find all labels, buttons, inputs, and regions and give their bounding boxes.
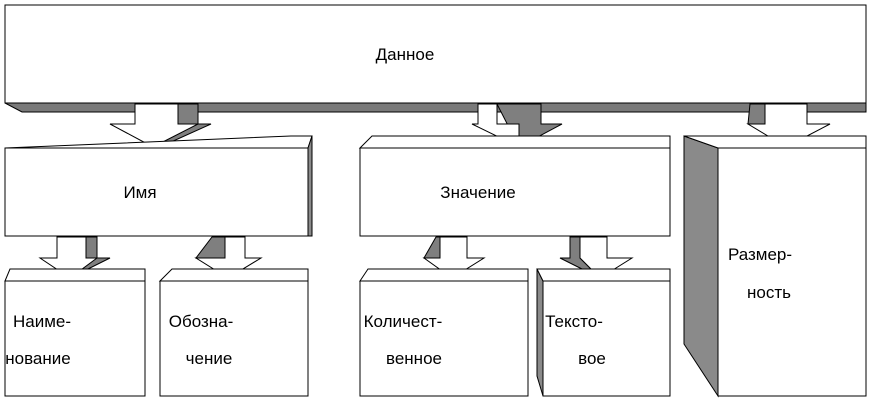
box-dimension-label-line1: Размер-: [728, 245, 792, 264]
box-name-label: Имя: [123, 183, 156, 202]
box-data-label: Данное: [376, 45, 435, 64]
arrow-name-to-designation: [194, 236, 263, 279]
box-textual-line2: вое: [578, 349, 606, 368]
box-quantitative-line1: Количест-: [364, 312, 443, 331]
box-textual: Тексто- вое: [536, 268, 671, 397]
box-textual-line1: Тексто-: [545, 312, 603, 331]
box-name: Имя: [4, 135, 313, 237]
box-dimension: Размер- ность: [683, 135, 867, 398]
box-quantitative-line2: венное: [386, 349, 442, 368]
box-quantitative: Количест- венное: [359, 268, 529, 397]
box-name-title: Наиме- нование: [4, 268, 146, 397]
arrow-data-to-name: [109, 103, 212, 148]
box-dimension-label-line2: ность: [747, 283, 791, 302]
box-designation: Обозна- чение: [158, 268, 309, 397]
box-name-title-line1: Наиме-: [13, 312, 71, 331]
box-value: Значение: [358, 135, 671, 237]
arrow-value-to-quantitative: [422, 236, 486, 279]
box-value-label: Значение: [440, 183, 515, 202]
box-data: Данное: [4, 4, 867, 113]
box-designation-line1: Обозна-: [169, 312, 234, 331]
box-designation-line2: чение: [186, 349, 233, 368]
box-name-title-line2: нование: [5, 349, 70, 368]
